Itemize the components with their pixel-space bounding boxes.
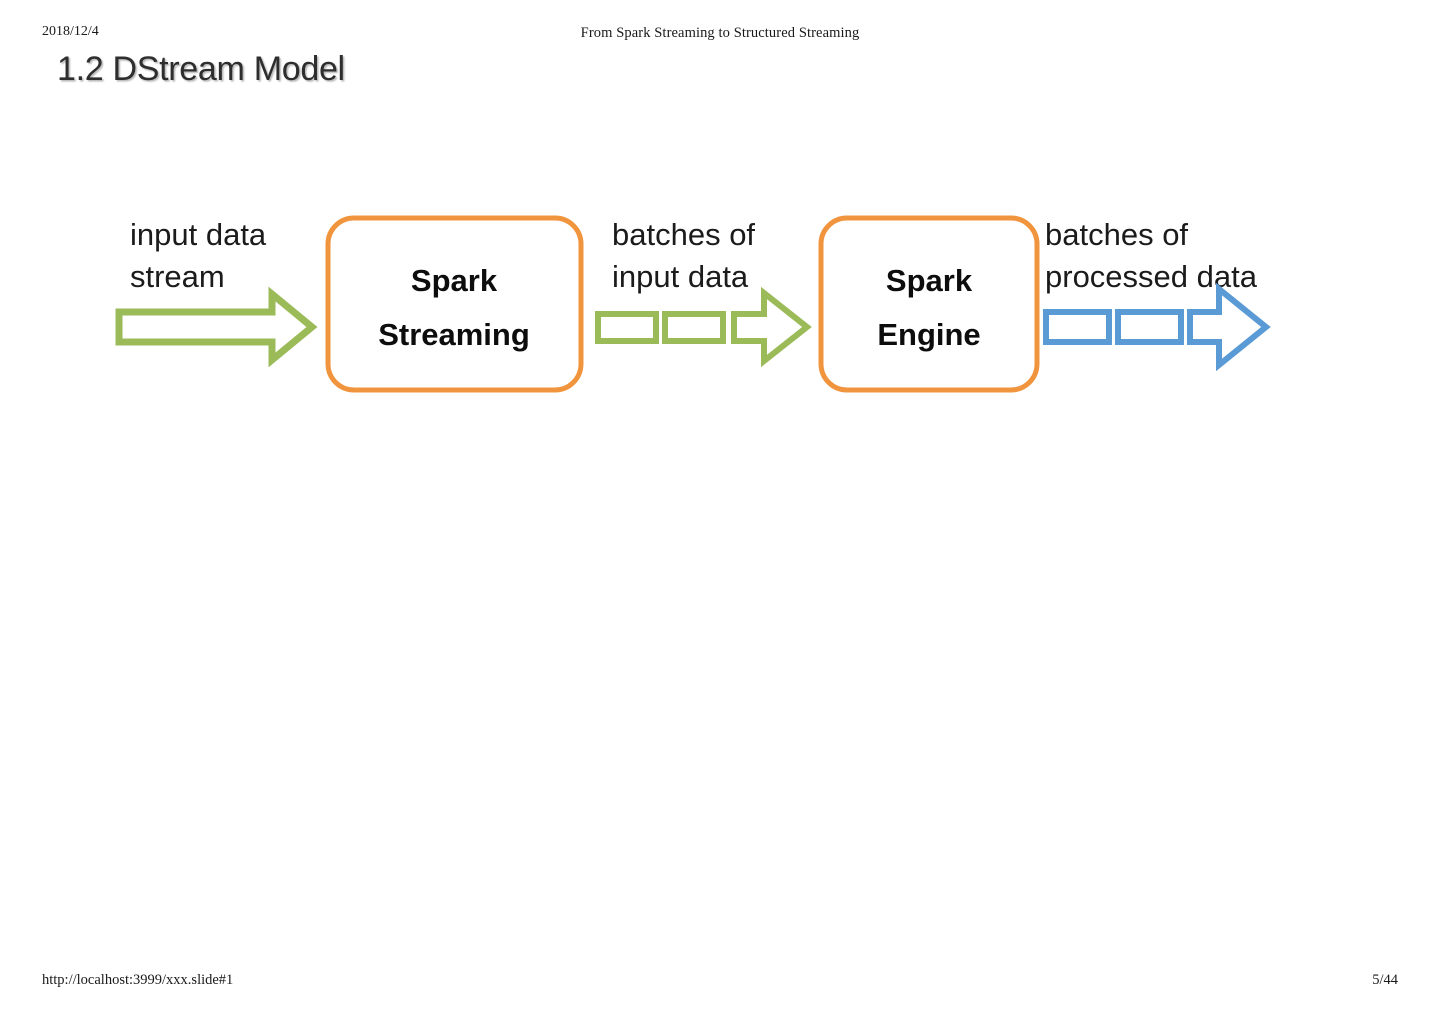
- dstream-flow-diagram: input data stream Spark Streaming batche…: [100, 195, 1300, 415]
- label-input-data-stream-line1: input data: [130, 217, 267, 252]
- page-title: 1.2 DStream Model: [57, 50, 345, 88]
- footer-page-number: 5/44: [1372, 972, 1398, 988]
- blue-output-arrow-icon: [1187, 282, 1271, 372]
- blue-batch-rect-2: [1115, 309, 1184, 345]
- green-input-arrow-icon: [115, 286, 318, 368]
- label-input-data-stream: input data stream: [130, 217, 267, 294]
- header-document-title: From Spark Streaming to Structured Strea…: [580, 25, 860, 41]
- green-batch-rect-1: [595, 311, 659, 344]
- node-spark-engine-line1: Spark: [886, 263, 973, 298]
- label-batches-of-input-data: batches of input data: [612, 217, 755, 294]
- blue-batch-rect-1: [1043, 309, 1112, 345]
- footer-url: http://localhost:3999/xxx.slide#1: [42, 972, 234, 988]
- header-date: 2018/12/4: [42, 24, 99, 39]
- label-input-data-stream-line2: stream: [130, 259, 225, 294]
- node-spark-streaming-box: [325, 215, 584, 393]
- label-batches-of-processed-data: batches of processed data: [1045, 217, 1258, 294]
- node-spark-engine: Spark Engine: [818, 215, 1040, 393]
- green-batch-rect-2: [662, 311, 726, 344]
- label-batches-of-processed-data-line1: batches of: [1045, 217, 1188, 252]
- label-batches-of-input-data-line1: batches of: [612, 217, 755, 252]
- label-batches-of-processed-data-line2: processed data: [1045, 259, 1258, 294]
- node-spark-streaming: Spark Streaming: [325, 215, 584, 393]
- node-spark-streaming-line2: Streaming: [378, 317, 530, 352]
- green-batches-arrow-icon: [731, 286, 812, 368]
- node-spark-engine-box: [818, 215, 1040, 393]
- node-spark-streaming-line1: Spark: [411, 263, 498, 298]
- label-batches-of-input-data-line2: input data: [612, 259, 749, 294]
- node-spark-engine-line2: Engine: [877, 317, 980, 352]
